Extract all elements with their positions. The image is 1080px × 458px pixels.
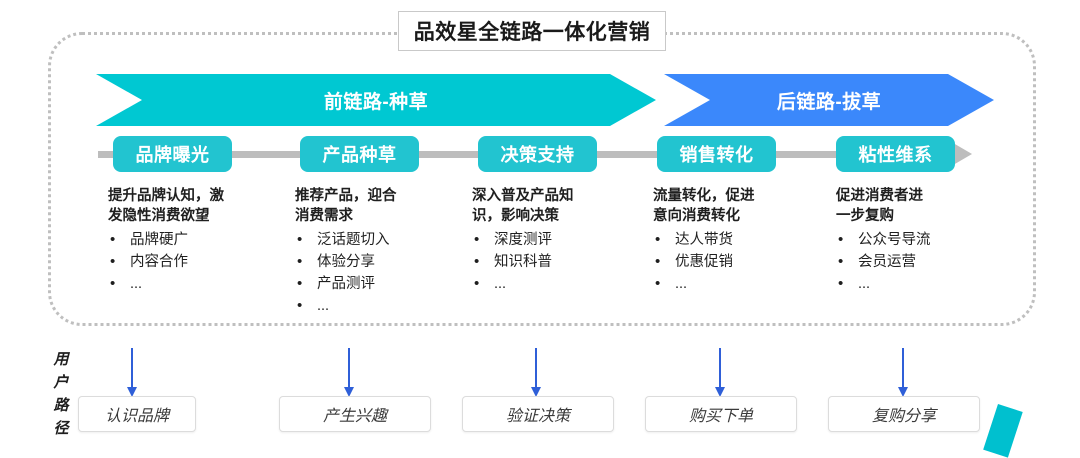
diagram-canvas: 品效星全链路一体化营销 前链路-种草 后链路-拔草 品牌曝光 产品种草 决策支持… [0,0,1080,440]
list-item: 公众号导流 [836,229,1018,251]
stage-chip-decision-support[interactable]: 决策支持 [478,136,597,172]
banner-front-chain-label: 前链路-种草 [323,91,429,113]
stage-detail-heading-line: 促进消费者进 [836,188,923,204]
stage-detail-heading-line: 流量转化，促进 [653,188,755,204]
stage-chip-product-seeding[interactable]: 产品种草 [300,136,419,172]
user-path-step-purchase[interactable]: 购买下单 [645,396,797,432]
stage-detail-heading-line: 推荐产品，迎合 [295,188,397,204]
user-path-step-label: 认识品牌 [104,408,169,425]
stage-detail-heading-line: 一步复购 [836,208,894,224]
user-path-arrow-icon [344,348,354,397]
user-path-step-validation[interactable]: 验证决策 [462,396,614,432]
list-item: 知识科普 [472,251,654,273]
stage-detail-retention: 促进消费者进 一步复购 公众号导流 会员运营 ... [836,186,1018,295]
stage-chip-row: 品牌曝光 产品种草 决策支持 销售转化 粘性维系 [0,136,1080,172]
user-path-arrow-icon [531,348,541,397]
list-item: ... [836,273,1018,295]
list-item: ... [653,273,835,295]
list-item: 产品测评 [295,273,477,295]
stage-chip-label: 品牌曝光 [135,145,210,165]
stage-chip-label: 决策支持 [500,145,575,165]
stage-detail-heading-line: 提升品牌认知，激 [108,188,224,204]
user-path-step-interest[interactable]: 产生兴趣 [279,396,431,432]
stage-chip-label: 销售转化 [679,145,754,165]
stage-detail-product-seeding: 推荐产品，迎合 消费需求 泛话题切入 体验分享 产品测评 ... [295,186,477,317]
stage-detail-heading-line: 意向消费转化 [653,208,740,224]
decorative-shape [983,404,1023,458]
stage-detail-heading-line: 识，影响决策 [472,208,559,224]
stage-detail-heading-line: 消费需求 [295,208,353,224]
list-item: ... [472,273,654,295]
stage-chip-label: 粘性维系 [858,145,933,165]
user-path-step-label: 产生兴趣 [322,408,387,425]
banner-row: 前链路-种草 后链路-拔草 [0,74,1080,126]
stage-detail-heading-line: 深入普及产品知 [472,188,574,204]
user-path-step-label: 购买下单 [688,408,753,425]
user-path-arrow-icon [127,348,137,397]
stage-chip-sales-conversion[interactable]: 销售转化 [657,136,776,172]
user-path-axis-char: 户 [53,374,69,391]
list-item: 内容合作 [108,251,290,273]
stage-detail-brand-exposure: 提升品牌认知，激 发隐性消费欲望 品牌硬广 内容合作 ... [108,186,290,295]
stage-chip-retention[interactable]: 粘性维系 [836,136,955,172]
list-item: 品牌硬广 [108,229,290,251]
stage-detail-heading: 促进消费者进 一步复购 [836,186,1018,226]
page-title: 品效星全链路一体化营销 [413,21,651,44]
user-path-step-awareness[interactable]: 认识品牌 [78,396,196,432]
user-path-step-repurchase[interactable]: 复购分享 [828,396,980,432]
banner-back-chain-label: 后链路-拔草 [776,91,882,113]
list-item: 达人带货 [653,229,835,251]
stage-detail-bullets: 公众号导流 会员运营 ... [836,229,1018,295]
stage-detail-bullets: 品牌硬广 内容合作 ... [108,229,290,295]
stage-detail-bullets: 达人带货 优惠促销 ... [653,229,835,295]
list-item: ... [295,295,477,317]
banner-back-chain: 后链路-拔草 [664,74,994,126]
user-path-step-label: 复购分享 [871,408,936,425]
stage-detail-heading: 推荐产品，迎合 消费需求 [295,186,477,226]
stage-detail-bullets: 泛话题切入 体验分享 产品测评 ... [295,229,477,317]
user-path-axis-char: 径 [53,420,69,437]
list-item: 体验分享 [295,251,477,273]
diagram-title-box: 品效星全链路一体化营销 [398,11,666,51]
list-item: 深度测评 [472,229,654,251]
list-item: 泛话题切入 [295,229,477,251]
stage-chip-label: 产品种草 [322,145,397,165]
user-path-axis-char: 路 [53,397,69,414]
user-path-axis-label: 用 户 路 径 [50,348,72,440]
stage-chip-brand-exposure[interactable]: 品牌曝光 [113,136,232,172]
user-path-arrow-icon [898,348,908,397]
user-path-axis-char: 用 [53,351,69,368]
banner-front-chain: 前链路-种草 [96,74,656,126]
user-path-arrow-icon [715,348,725,397]
stage-detail-heading: 提升品牌认知，激 发隐性消费欲望 [108,186,290,226]
list-item: 优惠促销 [653,251,835,273]
list-item: ... [108,273,290,295]
stage-detail-heading: 深入普及产品知 识，影响决策 [472,186,654,226]
stage-detail-heading-line: 发隐性消费欲望 [108,208,210,224]
stage-detail-heading: 流量转化，促进 意向消费转化 [653,186,835,226]
user-path-step-label: 验证决策 [505,408,570,425]
stage-detail-bullets: 深度测评 知识科普 ... [472,229,654,295]
stage-detail-decision-support: 深入普及产品知 识，影响决策 深度测评 知识科普 ... [472,186,654,295]
stage-detail-sales-conversion: 流量转化，促进 意向消费转化 达人带货 优惠促销 ... [653,186,835,295]
list-item: 会员运营 [836,251,1018,273]
